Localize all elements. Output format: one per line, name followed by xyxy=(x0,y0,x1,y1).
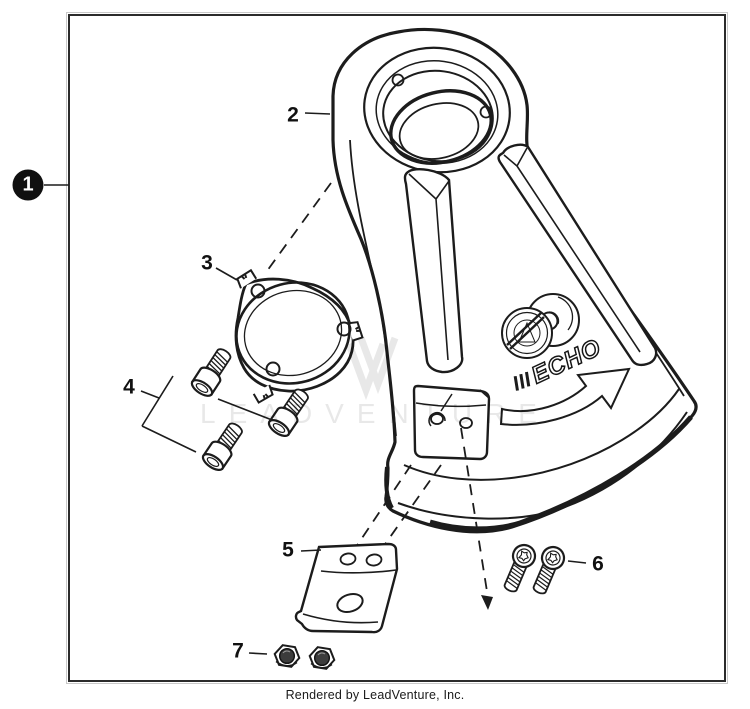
callout-leader-lines xyxy=(44,112,587,655)
leader-7 xyxy=(248,652,268,655)
assembly-axis-lines xyxy=(266,182,490,605)
leader-2 xyxy=(304,112,331,115)
part-5-bracket[interactable] xyxy=(294,542,399,634)
leader-4 xyxy=(140,375,273,453)
callout-badge-1[interactable]: 1 xyxy=(12,169,44,201)
footer-credit: Rendered by LeadVenture, Inc. xyxy=(285,688,465,702)
shield-inner-left-line xyxy=(349,139,397,437)
shield-outline xyxy=(331,27,698,534)
shield-left-dark-band xyxy=(384,466,394,509)
leadventure-watermark-text: LEADVENTURE xyxy=(200,398,550,429)
leader-5 xyxy=(300,549,322,552)
callout-label-6[interactable]: 6 xyxy=(592,552,604,576)
shield-slot-right xyxy=(497,143,658,367)
callout-label-4[interactable]: 4 xyxy=(123,375,135,399)
callout-label-3[interactable]: 3 xyxy=(201,251,213,275)
shield-rim-dark-band xyxy=(429,415,693,532)
axis-arrowhead xyxy=(481,595,493,610)
callout-label-5[interactable]: 5 xyxy=(282,538,294,562)
part-6-screws[interactable] xyxy=(498,540,569,598)
part-3-plate[interactable] xyxy=(225,268,364,404)
leader-6 xyxy=(567,560,587,564)
callout-label-2[interactable]: 2 xyxy=(287,103,299,127)
leadventure-watermark-mark xyxy=(345,336,399,401)
shield-mounting-pad xyxy=(412,384,491,461)
rotation-arrow xyxy=(499,367,631,426)
shield-rim-wall-line xyxy=(403,388,680,481)
callout-label-7[interactable]: 7 xyxy=(232,639,244,663)
shield-slot-left xyxy=(403,168,464,374)
warning-decal-icons xyxy=(501,293,580,359)
leader-3 xyxy=(215,267,238,281)
part-7-nuts[interactable] xyxy=(273,644,336,670)
leadventure-watermark: LEADVENTURE xyxy=(200,336,550,429)
part-2-shield[interactable]: ECHO xyxy=(331,27,698,534)
